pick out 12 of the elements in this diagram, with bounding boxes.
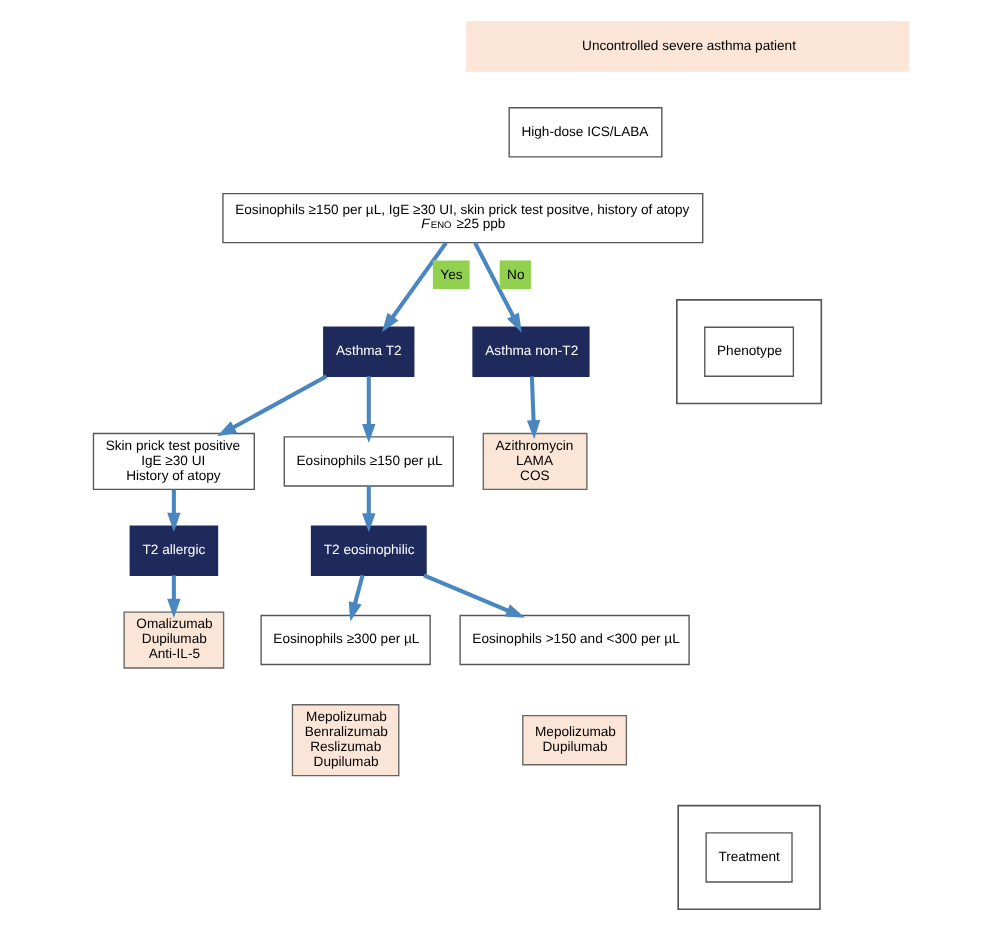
arrow xyxy=(166,575,180,618)
arrow xyxy=(361,486,375,533)
cluster xyxy=(676,804,820,911)
arrow xyxy=(422,573,524,618)
arrow xyxy=(166,489,180,532)
arrow xyxy=(361,376,375,444)
arrow xyxy=(216,374,327,437)
arrow xyxy=(380,241,447,333)
cluster xyxy=(675,299,822,405)
arrow xyxy=(525,376,540,440)
arrow xyxy=(347,574,364,622)
arrow xyxy=(472,241,521,333)
